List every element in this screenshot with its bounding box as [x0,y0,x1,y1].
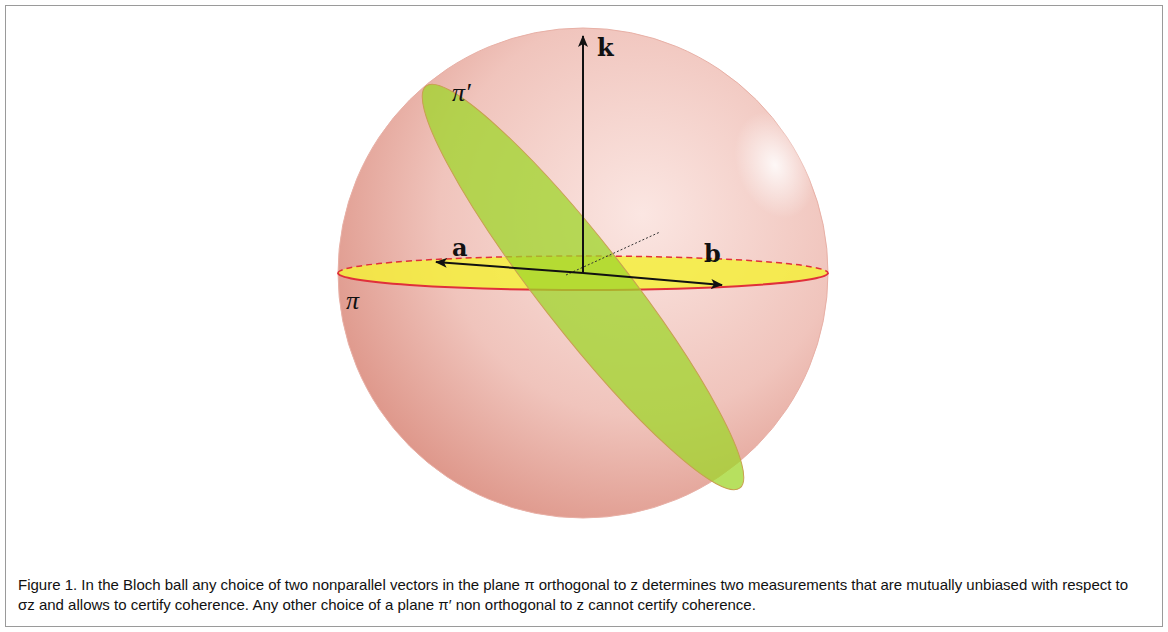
figure-caption: Figure 1. In the Bloch ball any choice o… [18,575,1148,615]
intersection-line [566,232,660,275]
bloch-ball [338,28,828,518]
ball-highlight [720,100,829,229]
vector-k [582,36,584,273]
vector-label: b [704,242,721,266]
vector-a [436,262,583,273]
vector-label: k [597,36,614,60]
plane-label: π′ [452,80,471,106]
figure-frame [6,6,1163,627]
vector-label: a [452,236,468,260]
vector-b [583,273,722,285]
plane-label: π [346,288,359,314]
